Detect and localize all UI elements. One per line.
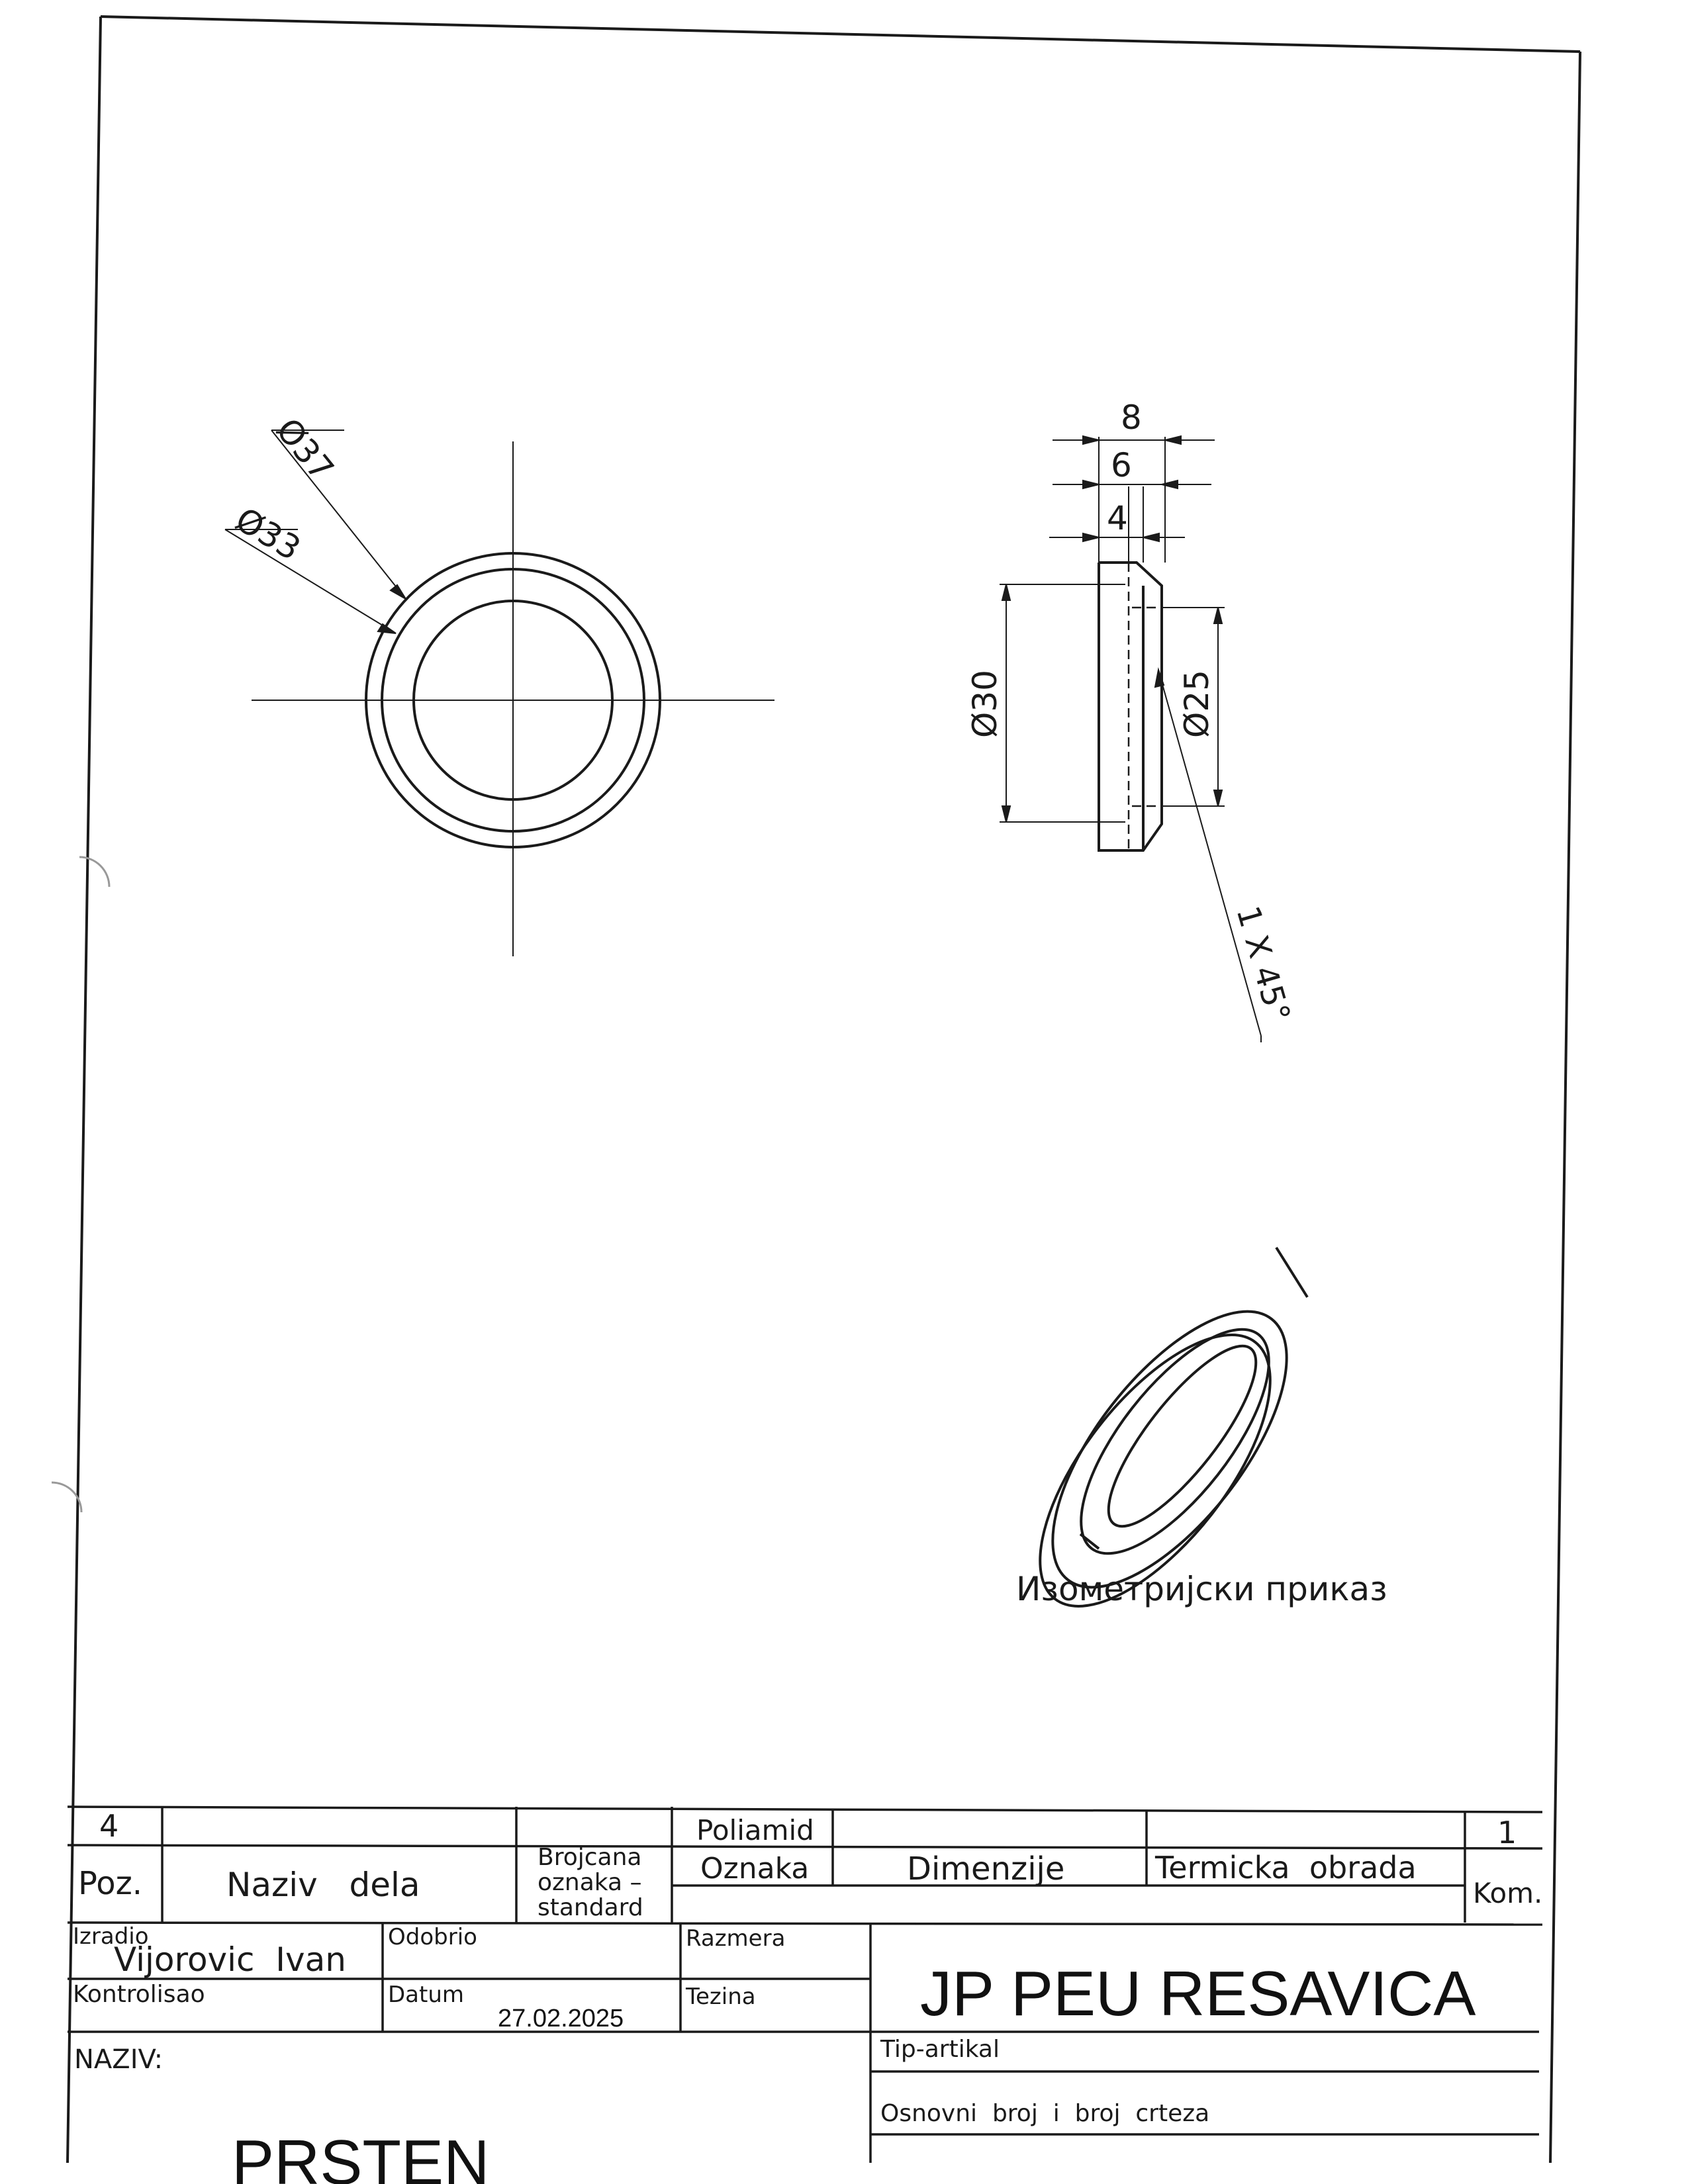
dim-8-line [1053,435,1215,445]
dim-d30-line [1000,584,1125,823]
hidden-lines [1127,563,1162,850]
centerlines [252,441,774,956]
isometric-caption: Изометриjски приказ [1016,1570,1387,1608]
inner-circle [412,600,614,801]
dim-d25-line [1162,607,1225,807]
leader-d33 [224,529,397,634]
izradio-name: Vijorovic Ivan [114,1940,346,1979]
outer-circle-d37 [365,552,661,848]
punch-hole-marks [51,856,111,1513]
razmera-label: Razmera [686,1925,785,1952]
dim-d30-label: Ø30 [966,670,1004,738]
company-name: JP PEU RESAVICA [920,1958,1476,2029]
dim-d37-label: Ø37 [269,411,342,488]
width-extension-lines [1098,437,1166,563]
tip-artikal-label: Tip-artikal [880,2036,1000,2063]
side-view: 8 6 4 Ø30 [966,398,1297,1042]
oznaka-label: Oznaka [700,1852,809,1886]
title-block-lines [67,1805,1543,2163]
isometric-view [1039,1246,1309,1608]
naziv-dela-label: Naziv dela [226,1866,420,1904]
dim-chamfer-label: 1 X 45° [1229,902,1297,1026]
naziv-label: NAZIV: [74,2044,163,2075]
datum-label: Datum [388,1981,464,2008]
drawing-frame [66,15,1581,2163]
brojcana-label-3: standard [538,1894,643,1921]
front-view: Ø37 Ø33 [224,411,774,956]
dim-d33-label: Ø33 [229,500,307,569]
leader-chamfer [1154,667,1262,1042]
dim-6-line [1053,479,1211,490]
brojcana-label-2: oznaka – [538,1869,642,1896]
dim-4-label: 4 [1107,499,1128,537]
dim-6-label: 6 [1111,446,1132,484]
kom-label: Kom. [1473,1877,1542,1909]
dimenzije-label: Dimenzije [907,1850,1064,1888]
kontrolisao-label: Kontrolisao [73,1981,205,2008]
leader-d37 [271,430,406,600]
material-value: Poliamid [696,1814,814,1846]
datum-value: 27.02.2025 [498,2005,624,2032]
termicka-obrada-label: Termicka obrada [1154,1850,1417,1886]
part-name: PRSTEN [232,2127,489,2184]
dim-8-label: 8 [1121,398,1142,437]
poz-label: Poz. [78,1865,142,1902]
quantity-value: 1 [1497,1815,1517,1850]
izradio-label: Izradio [73,1923,149,1950]
dim-d25-label: Ø25 [1178,670,1216,738]
side-view-outline [1098,561,1163,852]
title-block: 4 Poliamid 1 Poz. Naziv dela Brojcana oz… [67,1805,1543,2184]
brojcana-label-1: Brojcana [538,1844,641,1871]
middle-circle-d33 [381,568,645,833]
dim-4-line [1049,532,1185,543]
poz-value: 4 [99,1808,118,1844]
tezina-label: Tezina [685,1983,756,2010]
osnovni-broj-label: Osnovni broj i broj crteza [880,2100,1209,2127]
odobrio-label: Odobrio [388,1924,477,1950]
